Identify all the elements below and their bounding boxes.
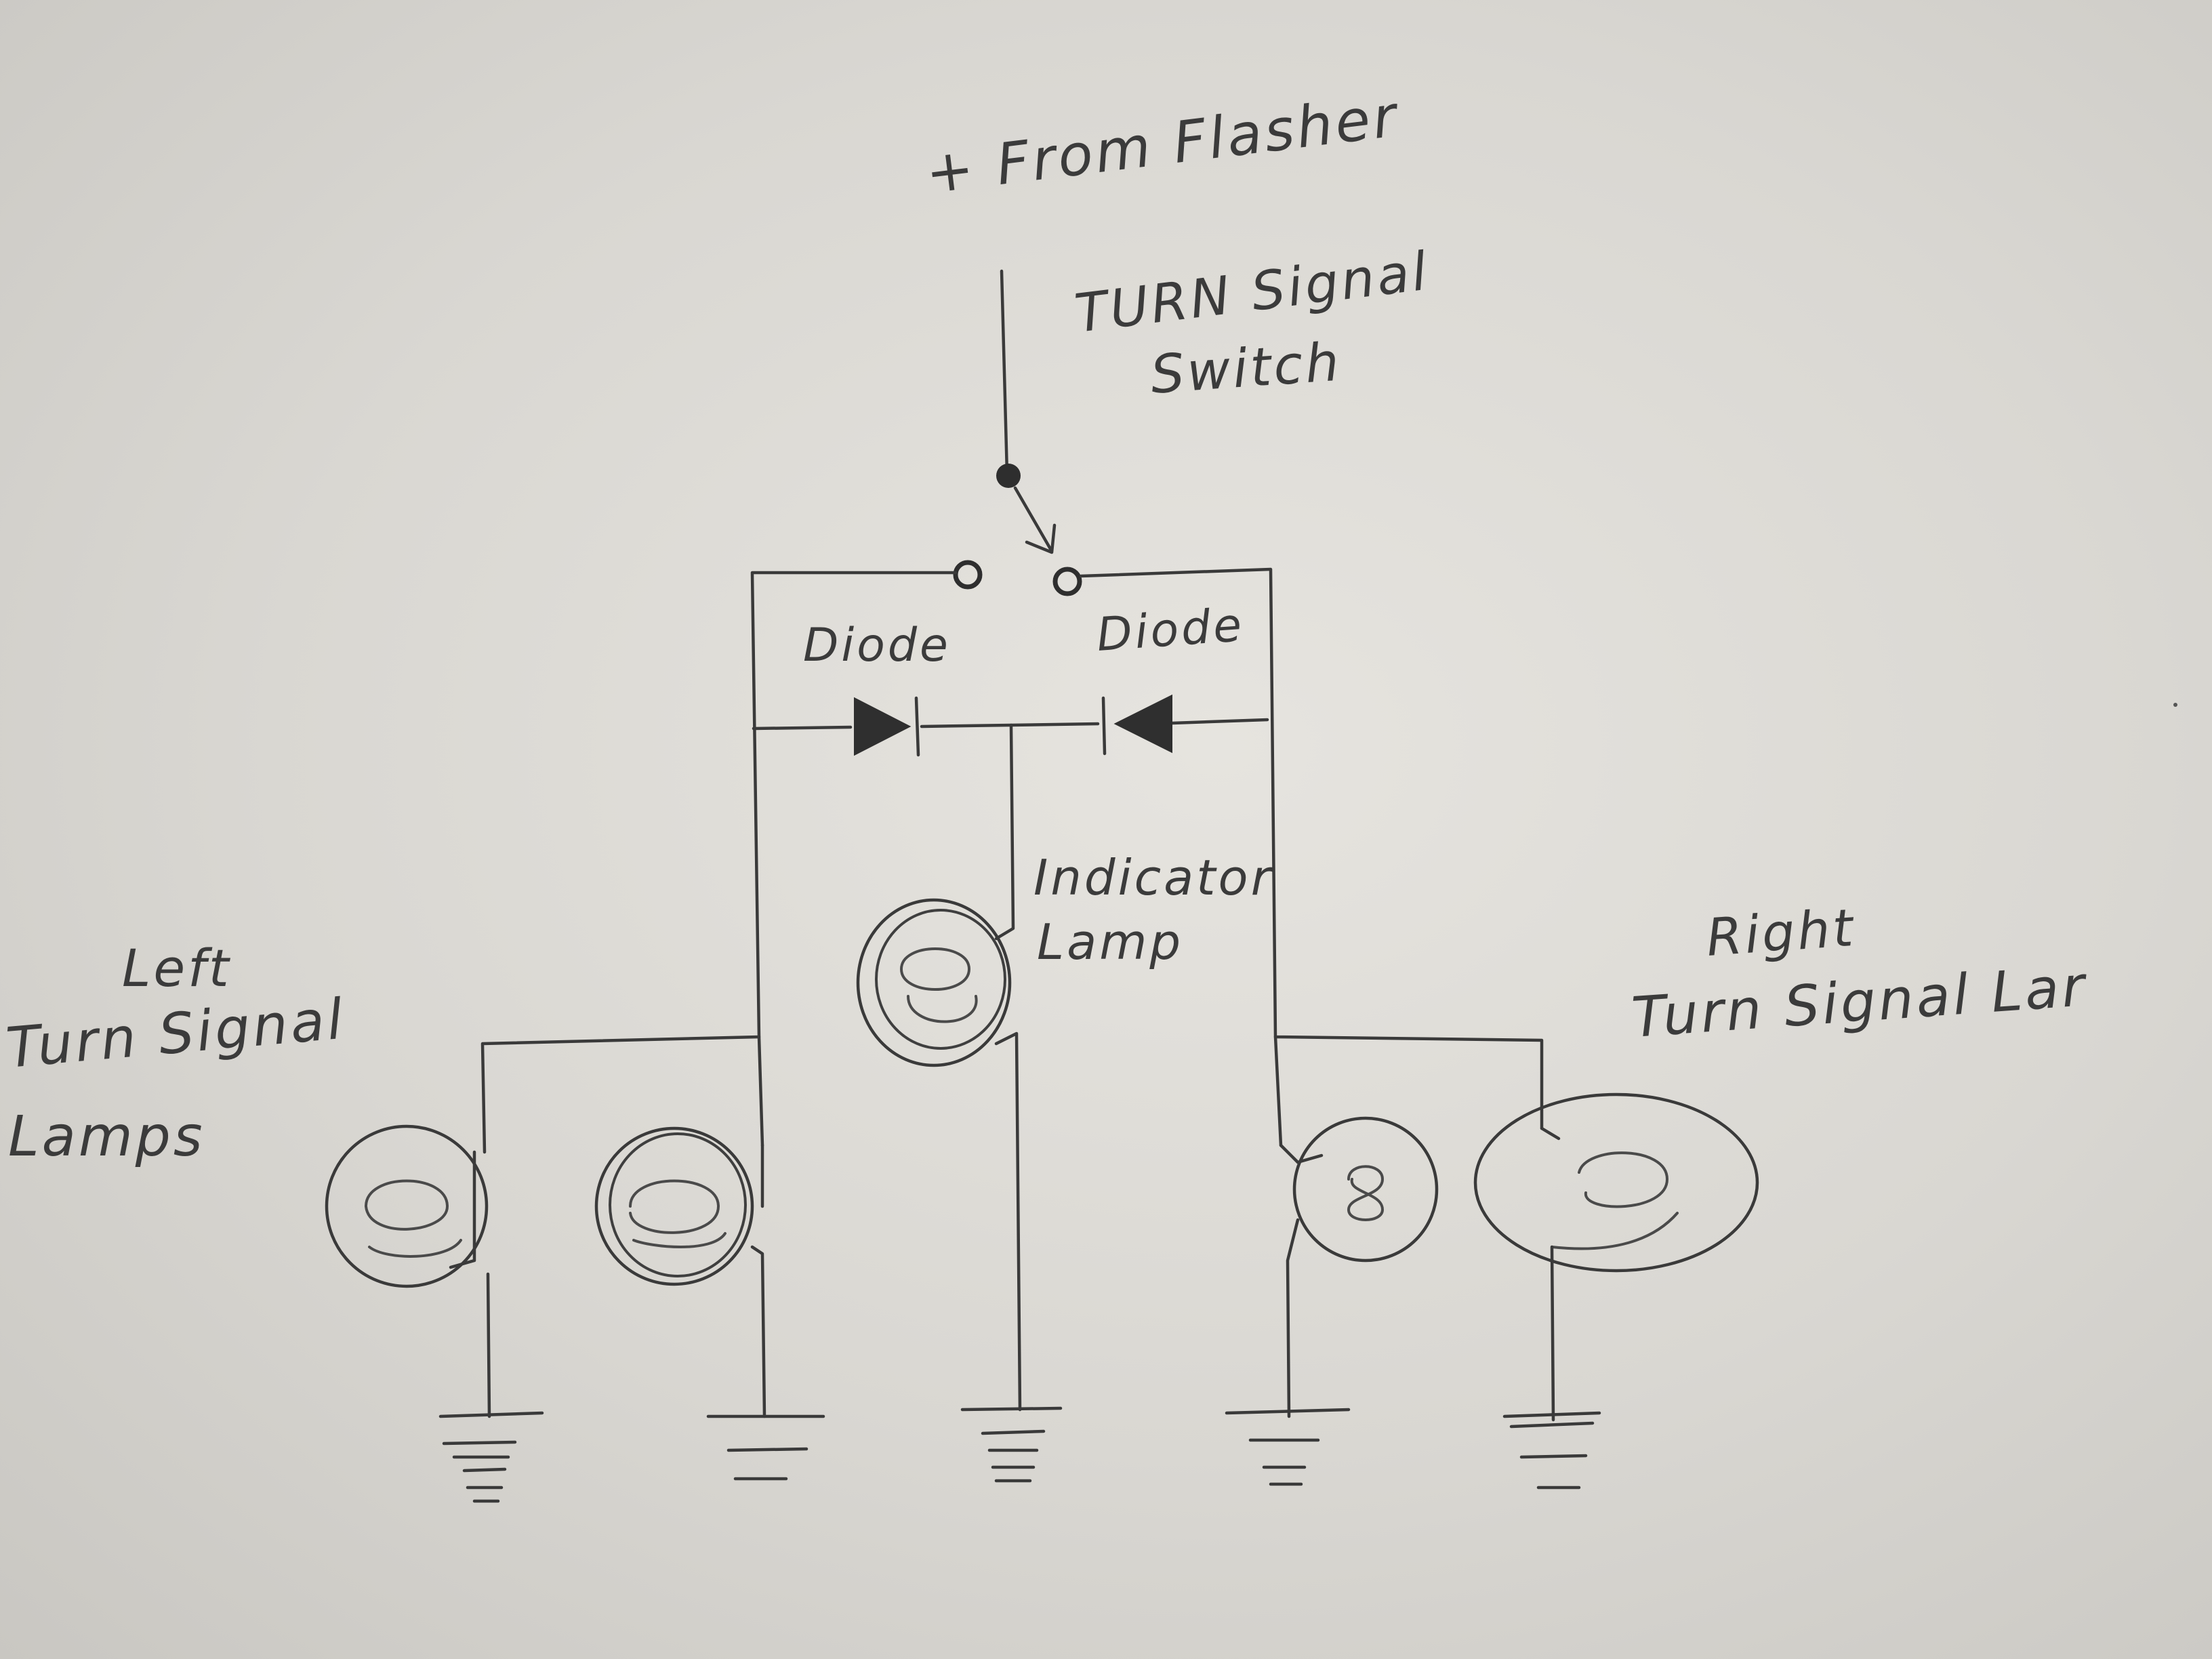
switch-pivot: [996, 464, 1021, 488]
right-lamp-2: [1473, 1092, 1759, 1422]
label-indicator-line1: Indicator: [1033, 849, 1274, 906]
feed-wire: [1000, 269, 1009, 476]
switch-arm: [1013, 486, 1052, 551]
ground-4: [1225, 1408, 1351, 1486]
label-switch-line2: Switch: [1149, 332, 1343, 406]
ground-5: [1502, 1411, 1601, 1490]
ground-2: [706, 1414, 825, 1481]
left-lamp-1: [325, 1124, 491, 1418]
label-diode-right: Diode: [1095, 598, 1246, 662]
label-left-line1: Left: [122, 938, 232, 998]
label-from-flasher: + From Flasher: [922, 83, 1402, 207]
ground-1: [438, 1411, 544, 1503]
right-lamp-1: [1279, 1116, 1439, 1418]
turn-signal-switch: [953, 269, 1082, 596]
label-diode-left: Diode: [803, 619, 951, 672]
contact-left: [953, 560, 983, 590]
indicator-lamp: [856, 898, 1022, 1412]
ground-3: [960, 1406, 1063, 1483]
left-bus-to-lamp2: [757, 1035, 764, 1147]
label-left-line3: Lamps: [8, 1105, 205, 1169]
label-indicator-line2: Lamp: [1037, 914, 1183, 970]
diode-right-symbol: [1101, 694, 1172, 756]
diode-left-symbol: [854, 696, 920, 757]
indicator-wire: [994, 723, 1015, 941]
label-left-line2: Turn Signal: [3, 987, 348, 1081]
stray-mark: [2173, 703, 2177, 707]
label-right-line2: Turn Signal Lar: [1630, 954, 2089, 1050]
left-lamp-2: [594, 1126, 766, 1418]
right-bus-to-lamp1: [1273, 1035, 1283, 1147]
contact-right: [1052, 567, 1082, 596]
switch-arrowhead: [1025, 523, 1057, 554]
label-right-line1: Right: [1704, 897, 1858, 968]
label-switch-line1: TURN Signal: [1071, 241, 1433, 344]
